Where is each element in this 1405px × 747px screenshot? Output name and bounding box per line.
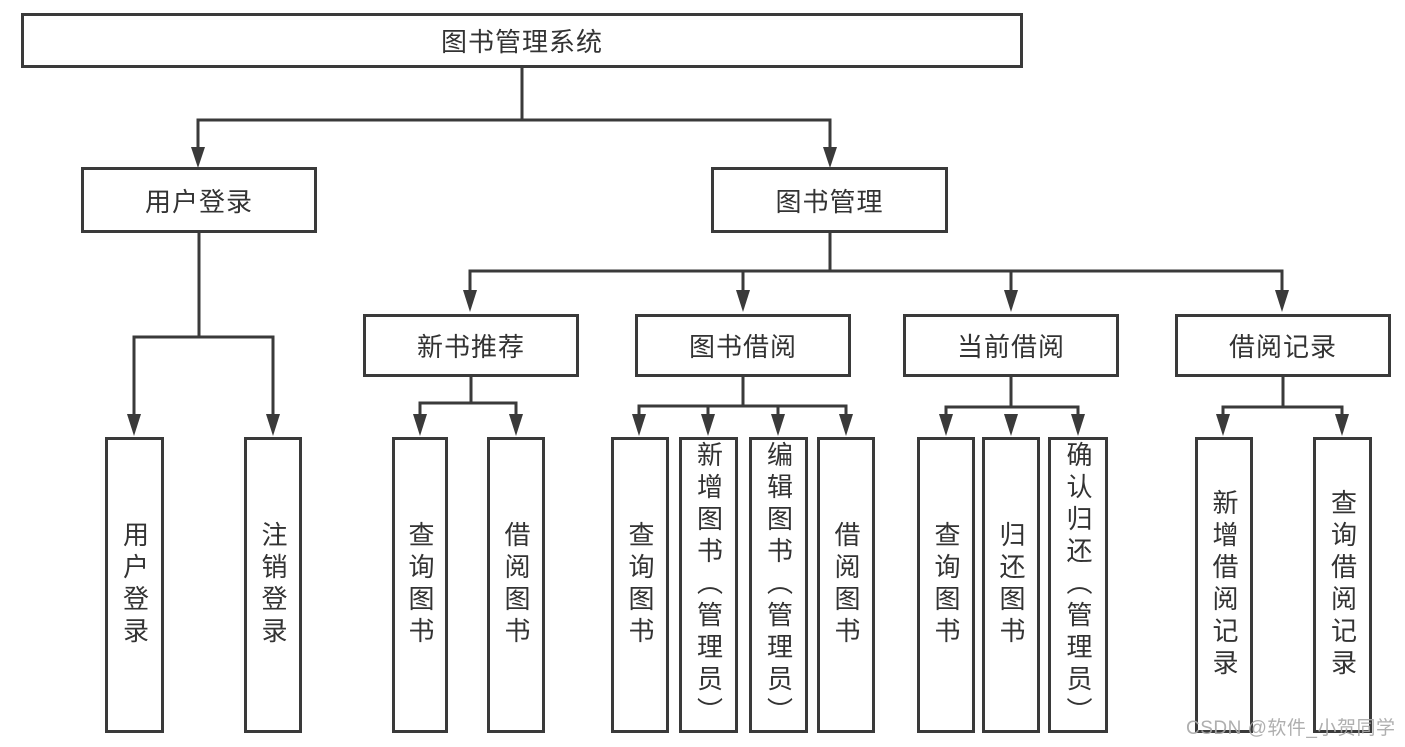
leaf-borrow-books-recommend: 借阅图书 (487, 437, 545, 733)
leaf-query-borrow-record: 查询借阅记录 (1313, 437, 1372, 733)
node-user-login-label: 用户登录 (144, 186, 253, 217)
node-book-management: 图书管理 (711, 167, 948, 233)
node-borrowing-records-label: 借阅记录 (1228, 332, 1337, 362)
node-new-book-recommendation: 新书推荐 (363, 314, 579, 377)
leaf-borrow-books-recommend-label: 借阅图书 (501, 521, 531, 649)
leaf-confirm-return-admin: 确认归还（管理员） (1048, 437, 1108, 733)
leaf-query-books-recommend-label: 查询图书 (405, 521, 435, 649)
leaf-return-books: 归还图书 (982, 437, 1040, 733)
leaf-query-books-borrowing: 查询图书 (611, 437, 669, 733)
node-current-borrowing-label: 当前借阅 (956, 332, 1065, 362)
node-library-system-label: 图书管理系统 (440, 27, 603, 57)
node-book-borrowing-label: 图书借阅 (688, 332, 797, 362)
leaf-user-login-label: 用户登录 (119, 521, 150, 649)
leaf-add-books-admin: 新增图书（管理员） (679, 437, 738, 733)
leaf-add-books-admin-label: 新增图书（管理员） (693, 441, 724, 729)
leaf-edit-books-admin-label: 编辑图书（管理员） (763, 441, 794, 729)
leaf-query-books-recommend: 查询图书 (392, 437, 448, 733)
node-library-system: 图书管理系统 (21, 13, 1023, 68)
leaf-add-borrow-record: 新增借阅记录 (1195, 437, 1253, 733)
leaf-query-borrow-record-label: 查询借阅记录 (1327, 489, 1358, 681)
leaf-query-books-borrowing-label: 查询图书 (625, 521, 655, 649)
node-current-borrowing: 当前借阅 (903, 314, 1119, 377)
node-user-login: 用户登录 (81, 167, 317, 233)
leaf-borrow-books-borrowing-label: 借阅图书 (831, 521, 861, 649)
node-book-management-label: 图书管理 (775, 186, 884, 217)
leaf-logout-login-label: 注销登录 (258, 521, 288, 649)
node-book-borrowing: 图书借阅 (635, 314, 851, 377)
node-new-book-recommendation-label: 新书推荐 (416, 332, 525, 362)
leaf-confirm-return-admin-label: 确认归还（管理员） (1063, 441, 1093, 729)
csdn-watermark: CSDN @软件_小贺同学 (1186, 718, 1396, 739)
leaf-logout-login: 注销登录 (244, 437, 302, 733)
leaf-add-borrow-record-label: 新增借阅记录 (1209, 489, 1239, 681)
leaf-query-books-current: 查询图书 (917, 437, 975, 733)
leaf-user-login: 用户登录 (105, 437, 164, 733)
node-borrowing-records: 借阅记录 (1175, 314, 1391, 377)
arrowheads (127, 147, 1349, 436)
leaf-edit-books-admin: 编辑图书（管理员） (749, 437, 808, 733)
leaf-query-books-current-label: 查询图书 (931, 521, 961, 649)
leaf-borrow-books-borrowing: 借阅图书 (817, 437, 875, 733)
leaf-return-books-label: 归还图书 (996, 521, 1026, 649)
